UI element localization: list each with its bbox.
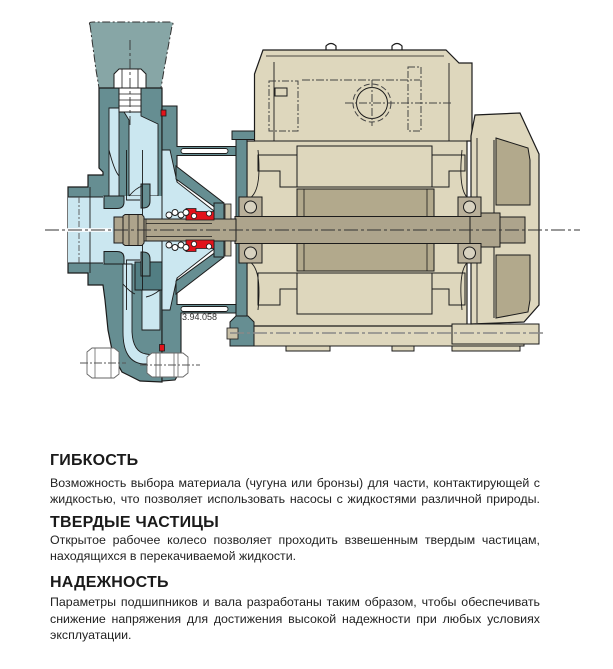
svg-text:3.94.058: 3.94.058 bbox=[182, 312, 217, 322]
